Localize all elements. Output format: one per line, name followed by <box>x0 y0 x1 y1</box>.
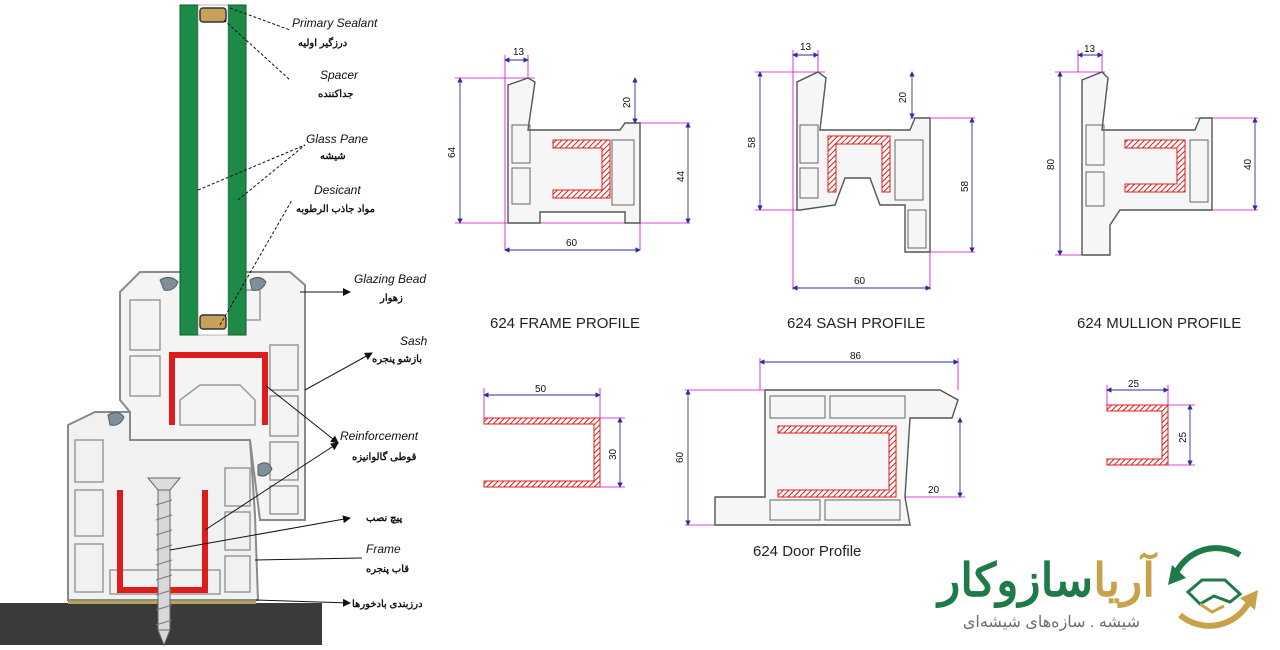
label-spacer: Spacer <box>320 68 359 82</box>
u25-dim-width: 25 <box>1128 379 1140 390</box>
sash-profile-title: 624 SASH PROFILE <box>787 315 925 332</box>
sash-dim-small: 20 <box>898 91 909 103</box>
mullion-dim-right: 40 <box>1243 158 1254 170</box>
label-reinforcement: Reinforcement <box>340 429 419 443</box>
door-profile-drawing: 86 60 20 624 Door Profile <box>675 351 965 560</box>
label-spacer-fa: جداکننده <box>318 89 354 100</box>
frame-dim-width: 60 <box>566 238 578 249</box>
sash-dim-top: 13 <box>800 42 812 53</box>
label-sash: Sash <box>400 334 428 348</box>
frame-profile-outline <box>507 77 641 224</box>
logo-tagline: شیشه . سازه‌های شیشه‌ای <box>963 614 1140 631</box>
label-primary-sealant-fa: درزگیر اولیه <box>298 36 348 49</box>
frame-dim-top: 13 <box>513 47 525 58</box>
label-glass-pane: Glass Pane <box>306 132 368 146</box>
door-profile-title: 624 Door Profile <box>753 543 861 560</box>
label-glass-pane-fa: شیشه <box>320 151 346 162</box>
label-frame-fa: قاب پنجره <box>366 564 409 575</box>
sash-profile-outline <box>796 71 931 253</box>
label-glazing-bead: Glazing Bead <box>354 272 426 286</box>
frame-profile-title: 624 FRAME PROFILE <box>490 315 640 332</box>
brand-logo: آریاسازوکار شیشه . سازه‌های شیشه‌ای <box>935 545 1258 631</box>
door-dim-height: 60 <box>675 451 686 463</box>
sash-profile-drawing: 13 58 20 58 60 624 SASH PROFILE <box>747 42 975 332</box>
frame-dim-small: 20 <box>622 96 633 108</box>
label-desicant: Desicant <box>314 183 361 197</box>
reinforcement-u25-drawing: 25 25 <box>1106 379 1195 466</box>
label-seal-fa: درزبندی بادخورها <box>352 599 423 610</box>
window-cross-section: Primary Sealant درزگیر اولیه Spacer جداک… <box>0 4 428 647</box>
sash-dim-width: 60 <box>854 276 866 287</box>
sash-dim-height: 58 <box>747 136 758 148</box>
spacer-top <box>199 7 227 23</box>
sash-reinforcement <box>169 352 268 425</box>
label-screw-fa: پیچ نصب <box>366 513 403 524</box>
glass-gap <box>197 4 229 336</box>
fixing-screw <box>146 477 182 647</box>
door-profile-reinforcement <box>777 425 897 498</box>
sash-dim-right: 58 <box>960 180 971 192</box>
mullion-profile-reinforcement <box>1124 139 1186 193</box>
glass-pane-outer <box>179 4 199 336</box>
u50-dim-width: 50 <box>535 384 547 395</box>
gasket-sash-left <box>107 411 125 426</box>
label-frame: Frame <box>366 542 401 556</box>
sash-profile-reinforcement <box>827 135 891 193</box>
reinforcement-u50-drawing: 50 30 <box>483 384 625 488</box>
label-desicant-fa: مواد جاذب الرطوبه <box>296 204 375 215</box>
mullion-dim-height: 80 <box>1046 158 1057 170</box>
gasket-frame-mid <box>257 462 273 477</box>
gasket-top-right <box>249 276 267 291</box>
mullion-profile-drawing: 13 80 40 624 MULLION PROFILE <box>1046 44 1258 332</box>
frame-profile-drawing: 13 64 20 44 60 624 FRAME PROFILE <box>447 47 691 332</box>
door-dim-small: 20 <box>928 485 940 496</box>
mullion-profile-outline <box>1081 71 1213 256</box>
u50-dim-height: 30 <box>608 448 619 460</box>
mullion-profile-title: 624 MULLION PROFILE <box>1077 315 1241 332</box>
logo-name: آریاسازوکار <box>935 551 1158 608</box>
frame-profile-reinforcement <box>552 139 611 199</box>
label-primary-sealant: Primary Sealant <box>292 16 378 30</box>
door-dim-width: 86 <box>850 351 862 362</box>
gasket-top-left <box>159 276 179 291</box>
door-profile-outline <box>714 389 959 526</box>
frame-dim-height: 64 <box>447 146 458 158</box>
frame-dim-right: 44 <box>676 170 687 182</box>
u25-dim-height: 25 <box>1178 431 1189 443</box>
label-reinforcement-fa: قوطی گالوانیزه <box>352 450 417 463</box>
label-glazing-bead-fa: زهوار <box>379 293 403 304</box>
handshake-recycle-icon <box>1168 545 1258 629</box>
mullion-dim-top: 13 <box>1084 44 1096 55</box>
label-sash-fa: بازشو پنجره <box>372 354 422 365</box>
spacer-bottom <box>199 314 227 330</box>
